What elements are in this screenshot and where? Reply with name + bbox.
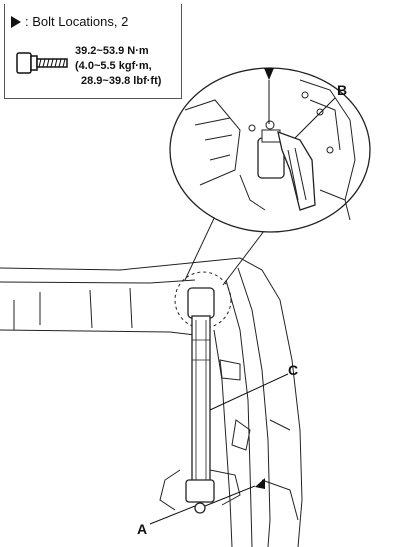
lower-anchor — [185, 479, 215, 503]
bolt-icon — [16, 52, 68, 74]
bolt-locations-text: : Bolt Locations, 2 — [25, 14, 129, 29]
upper-anchor — [187, 287, 215, 319]
bolt-marker-upper — [264, 68, 274, 80]
torque-nm: 39.2~53.9 N·m — [75, 45, 149, 57]
callout-a: A — [137, 521, 148, 537]
bolt-locations-legend: : Bolt Locations, 2 — [11, 14, 128, 29]
torque-legend: : Bolt Locations, 2 39.2~53.9 N·m (4.0~5… — [4, 4, 182, 99]
torque-lbf: 28.9~39.8 lbf·ft) — [81, 75, 162, 87]
bolt-location-marker-icon — [11, 15, 21, 28]
torque-spec: 39.2~53.9 N·m (4.0~5.5 kgf·m, 28.9~39.8 … — [75, 44, 161, 89]
seat-belt-webbing — [191, 315, 211, 487]
lower-bolt — [194, 502, 206, 514]
body-outline — [0, 257, 303, 547]
bolt-marker-lower — [255, 478, 265, 489]
callout-c: C — [288, 362, 299, 378]
torque-kgf: (4.0~5.5 kgf·m, — [75, 60, 152, 72]
callout-b: B — [337, 82, 348, 98]
